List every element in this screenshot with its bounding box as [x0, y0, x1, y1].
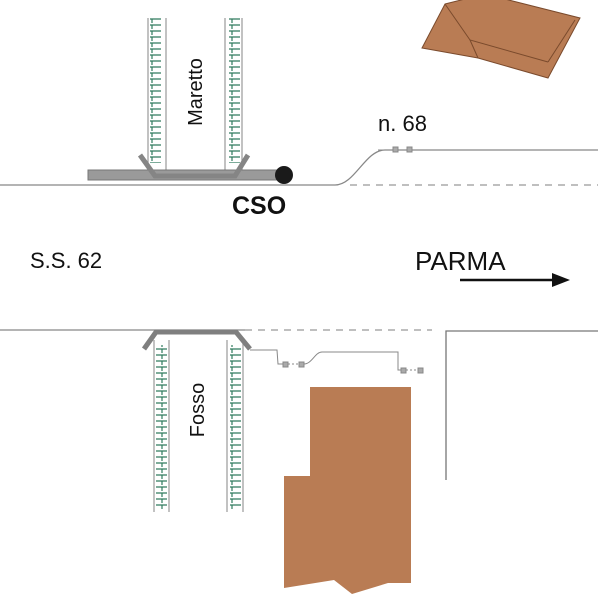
culvert-plate-south: [141, 329, 252, 351]
label-road: S.S. 62: [30, 248, 102, 273]
fence-north: [378, 146, 413, 153]
culvert-wings-north: [137, 153, 251, 179]
label-fosso: Fosso: [187, 383, 209, 437]
building-south: [284, 387, 411, 594]
vegetation-right: [230, 345, 241, 510]
fence-south: [250, 349, 424, 374]
building-north: [421, 0, 581, 79]
label-house-number: n. 68: [378, 111, 427, 136]
label-cso: CSO: [232, 192, 286, 220]
fosso-channel: Fosso: [141, 329, 252, 512]
vegetation-left: [156, 345, 167, 510]
label-maretto: Maretto: [185, 58, 207, 126]
maretto-channel: Maretto CSO: [87, 18, 293, 220]
vegetation-right: [229, 18, 240, 163]
side-road-edge: [445, 330, 598, 480]
cso-point-icon: [275, 166, 293, 184]
label-direction: PARMA: [415, 246, 506, 276]
direction-arrow-icon: [460, 273, 570, 287]
vegetation-left: [150, 18, 161, 163]
